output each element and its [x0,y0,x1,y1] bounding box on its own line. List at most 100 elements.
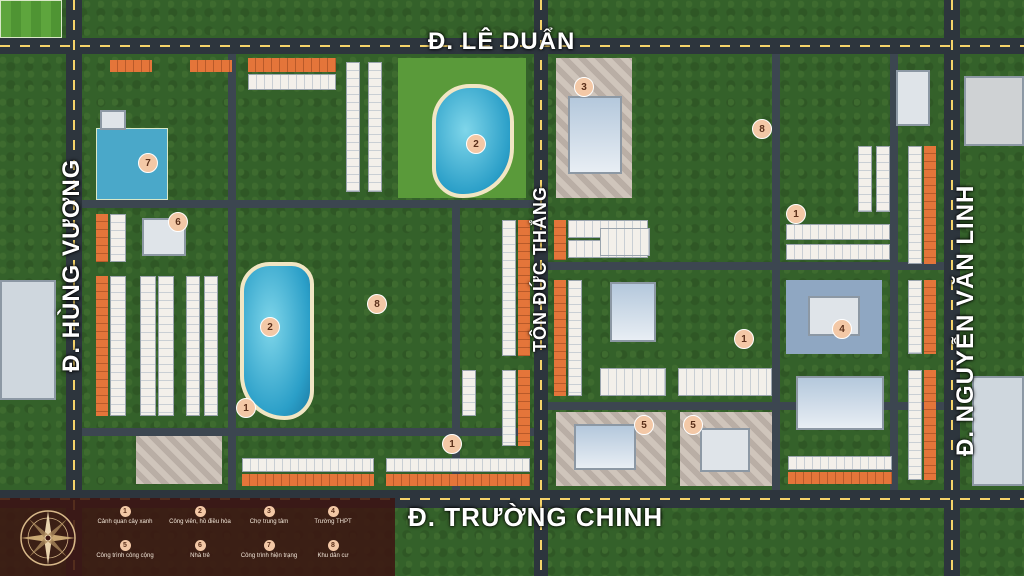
legend-number: 6 [194,540,206,551]
pin-park-lake[interactable]: 2 [466,134,486,154]
internal-road [548,262,944,270]
map-legend: 1 Cảnh quan cây xanh 2 Công viên, hồ điề… [0,498,395,576]
legend-item: 1 Cảnh quan cây xanh [86,506,164,525]
outside-building [964,76,1024,146]
street-label-truong-chinh: Đ. TRƯỜNG CHINH [408,502,664,532]
townhouse-row [518,370,530,446]
lane-marking [0,45,1024,47]
street-label-ton-duc-thang: TÔN ĐỨC THẮNG [530,186,550,352]
villa-row [346,62,360,192]
pin-nursery[interactable]: 6 [168,212,188,232]
legend-label: Cảnh quan cây xanh [97,519,153,525]
townhouse-row [242,474,374,486]
villa-row [858,146,872,212]
legend-number: 2 [194,506,206,517]
outside-building [0,280,56,400]
pin-landscape[interactable]: 1 [734,329,754,349]
pin-public-building[interactable]: 5 [634,415,654,435]
pin-landscape[interactable]: 1 [442,434,462,454]
villa-row [876,146,890,212]
townhouse-row [568,280,582,396]
pin-residential[interactable]: 8 [367,294,387,314]
pin-market[interactable]: 3 [574,77,594,97]
townhouse-row [908,370,922,480]
legend-item: 7 Công trình hiện trạng [230,540,308,559]
legend-item: 8 Khu dân cư [294,540,372,559]
sports-field [0,0,62,38]
legend-number: 7 [263,540,275,551]
north-lake [432,84,514,198]
townhouse-row [96,214,108,262]
townhouse-row [248,74,336,90]
townhouse-row [788,456,892,470]
internal-road [772,54,780,490]
compass-icon [20,510,76,566]
townhouse-row [158,276,174,416]
public-building [574,424,636,470]
internal-road [82,200,534,208]
street-label-le-duan: Đ. LÊ DUẨN [428,28,576,55]
townhouse-row [678,368,772,396]
internal-road [82,428,534,436]
internal-road [452,208,460,490]
existing-building [896,70,930,126]
outside-building [972,376,1024,486]
public-building [610,282,656,342]
townhouse-row [386,458,530,472]
townhouse-row [786,244,890,260]
villa-row [368,62,382,192]
west-lake [240,262,314,420]
townhouse-row [248,58,336,72]
townhouse-row [242,458,374,472]
legend-label: Công viên, hồ điều hòa [169,519,231,525]
legend-number: 4 [327,506,339,517]
townhouse-row [462,370,476,416]
pin-existing-building[interactable]: 7 [138,153,158,173]
townhouse-row [554,220,566,260]
townhouse-row [518,220,530,356]
townhouse-row [190,60,232,72]
lane-marking [540,0,542,576]
legend-item: 6 Nhà trẻ [161,540,239,559]
legend-label: Công trình công cộng [96,553,154,559]
legend-number: 5 [119,540,131,551]
legend-label: Công trình hiện trạng [240,553,298,559]
legend-item: 5 Công trình công cộng [86,540,164,559]
townhouse-row [786,224,890,240]
villa-row [204,276,218,416]
townhouse-row [600,228,650,256]
townhouse-row [110,214,126,262]
internal-road [228,54,236,490]
townhouse-row [924,146,936,264]
pin-residential[interactable]: 8 [752,119,772,139]
townhouse-row [600,368,666,396]
legend-number: 1 [119,506,131,517]
internal-road [890,54,898,490]
public-building [700,428,750,472]
legend-label: Khu dân cư [317,553,349,559]
townhouse-row [386,474,530,486]
public-building [796,376,884,430]
internal-road [548,402,944,410]
lane-marking [0,498,1024,500]
pin-public-building[interactable]: 5 [683,415,703,435]
villa-row [186,276,200,416]
townhouse-row [908,146,922,264]
existing-building [100,110,126,130]
townhouse-row [110,60,152,72]
townhouse-row [140,276,156,416]
legend-item: 4 Trường THPT [294,506,372,525]
legend-item: 2 Công viên, hồ điều hòa [161,506,239,525]
pin-landscape[interactable]: 1 [786,204,806,224]
legend-label: Nhà trẻ [190,553,210,559]
street-label-nguyen-van-linh: Đ. NGUYỄN VĂN LINH [952,184,979,456]
pin-park-lake[interactable]: 2 [260,317,280,337]
townhouse-row [788,472,892,484]
pin-landscape[interactable]: 1 [236,398,256,418]
townhouse-row [502,370,516,446]
lane-marking [951,0,953,576]
street-label-hung-vuong: Đ. HÙNG VƯƠNG [58,158,85,372]
sw-plaza [136,436,222,484]
legend-number: 8 [327,540,339,551]
pin-high-school[interactable]: 4 [832,319,852,339]
